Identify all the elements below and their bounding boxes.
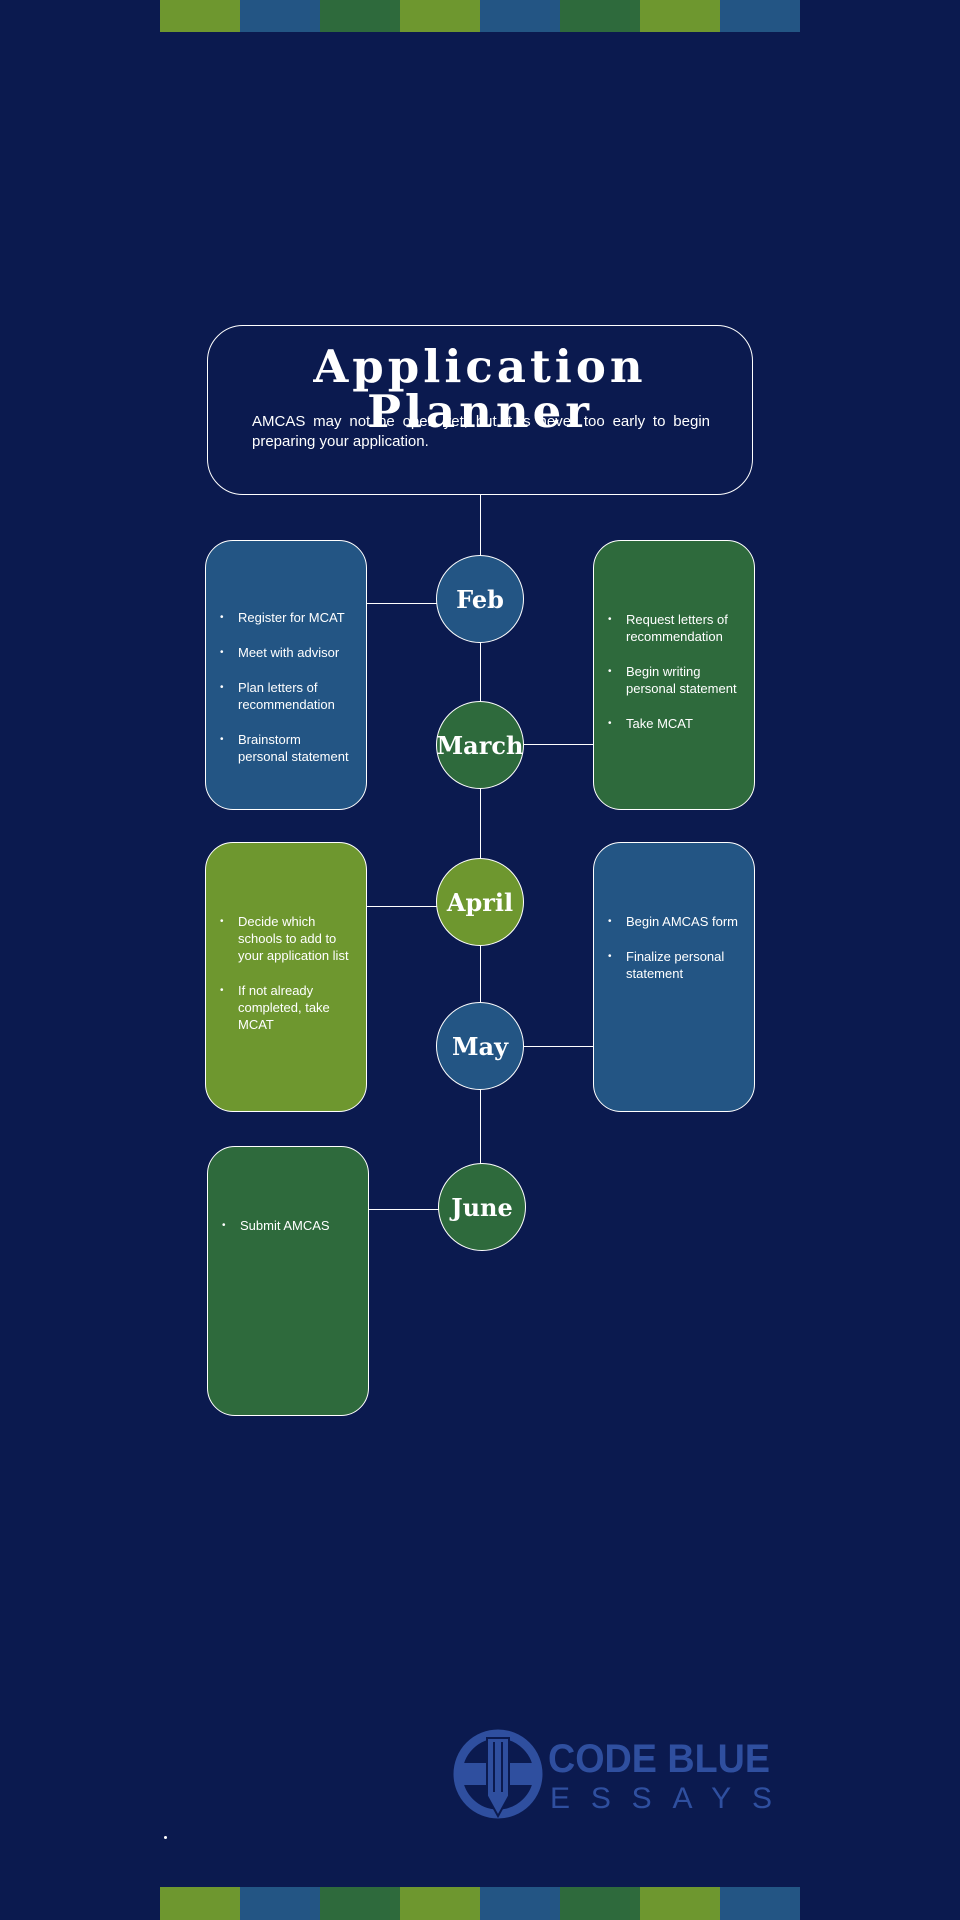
- list-item: Begin AMCAS form: [608, 913, 740, 930]
- list-item: Meet with advisor: [220, 644, 352, 661]
- stripe-segment: [320, 0, 400, 32]
- stripe-segment: [720, 1887, 800, 1920]
- month-feb: Feb: [436, 555, 524, 643]
- card-march: Request letters of recommendation Begin …: [593, 540, 755, 810]
- stripe-segment: [320, 1887, 400, 1920]
- stripe-segment: [560, 1887, 640, 1920]
- list-item: Request letters of recommendation: [608, 611, 740, 645]
- code-blue-essays-logo: CODE BLUE ESSAYS: [453, 1729, 772, 1819]
- list-item: Finalize personal statement: [608, 948, 740, 982]
- pencil-cross-icon: [453, 1729, 543, 1819]
- card-may: Begin AMCAS form Finalize personal state…: [593, 842, 755, 1112]
- list-item: Register for MCAT: [220, 609, 352, 626]
- list-item: If not already completed, take MCAT: [220, 982, 352, 1033]
- stripe-segment: [240, 0, 320, 32]
- list-item: Take MCAT: [608, 715, 740, 732]
- logo-line1: CODE BLUE: [548, 1737, 770, 1781]
- stripe-segment: [720, 0, 800, 32]
- top-color-stripe: [160, 0, 800, 32]
- list-item: Decide which schools to add to your appl…: [220, 913, 352, 964]
- connector-april: [366, 906, 437, 907]
- month-may: May: [436, 1002, 524, 1090]
- list-item: Submit AMCAS: [222, 1217, 354, 1234]
- stripe-segment: [640, 1887, 720, 1920]
- card-may-list: Begin AMCAS form Finalize personal state…: [594, 913, 754, 982]
- card-april: Decide which schools to add to your appl…: [205, 842, 367, 1112]
- stripe-segment: [480, 0, 560, 32]
- connector-june: [369, 1209, 439, 1210]
- stripe-segment: [560, 0, 640, 32]
- stripe-segment: [400, 0, 480, 32]
- header-box: Application Planner AMCAS may not be ope…: [207, 325, 753, 495]
- list-item: Brainstorm personal statement: [220, 731, 352, 765]
- connector-may: [524, 1046, 594, 1047]
- month-june: June: [438, 1163, 526, 1251]
- card-june-list: Submit AMCAS: [208, 1217, 368, 1234]
- logo-line2: ESSAYS: [550, 1782, 772, 1815]
- stripe-segment: [160, 1887, 240, 1920]
- card-feb-list: Register for MCAT Meet with advisor Plan…: [206, 609, 366, 765]
- connector-feb: [367, 603, 437, 604]
- stripe-segment: [480, 1887, 560, 1920]
- page-subtitle: AMCAS may not be open yet, but it is nev…: [252, 413, 710, 450]
- stripe-segment: [240, 1887, 320, 1920]
- card-june: Submit AMCAS: [207, 1146, 369, 1416]
- page-title: Application Planner: [313, 340, 647, 438]
- card-april-list: Decide which schools to add to your appl…: [206, 913, 366, 1033]
- timeline-spine: [480, 495, 481, 1213]
- month-march: March: [436, 701, 524, 789]
- list-item: Plan letters of recommendation: [220, 679, 352, 713]
- stripe-segment: [640, 0, 720, 32]
- bottom-color-stripe: [160, 1887, 800, 1920]
- small-dot: [164, 1836, 167, 1839]
- month-april: April: [436, 858, 524, 946]
- connector-march: [524, 744, 594, 745]
- card-march-list: Request letters of recommendation Begin …: [594, 611, 754, 732]
- stripe-segment: [400, 1887, 480, 1920]
- stripe-segment: [160, 0, 240, 32]
- list-item: Begin writing personal statement: [608, 663, 740, 697]
- card-feb: Register for MCAT Meet with advisor Plan…: [205, 540, 367, 810]
